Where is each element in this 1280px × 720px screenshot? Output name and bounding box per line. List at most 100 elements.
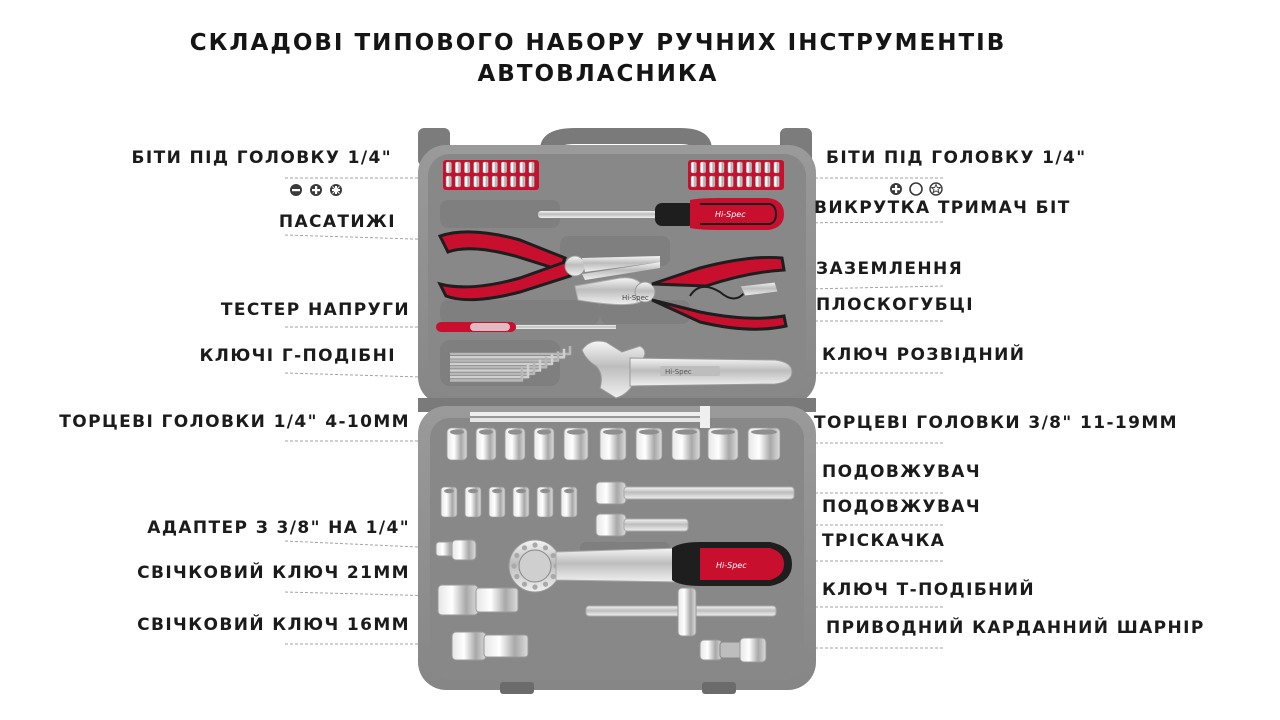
hex-key [450, 359, 542, 372]
screwdriver-bit [764, 175, 771, 188]
socket-1-4 [560, 486, 578, 518]
pozidriv-bit-icon [330, 184, 342, 196]
phillips-bit-icon [890, 183, 902, 195]
voltage-tester [436, 322, 616, 332]
screwdriver-bit [473, 161, 480, 174]
screwdriver-bit [464, 161, 471, 174]
adapter-3-8-to-1-4 [435, 539, 477, 561]
screwdriver-bit [445, 161, 452, 174]
ratchet: Hi-Spec [508, 539, 792, 593]
screwdriver-bit [464, 175, 471, 188]
label-spark-plug-16: СВІЧКОВИЙ КЛЮЧ 16ММ [137, 615, 410, 635]
socket-1-4 [488, 486, 506, 518]
screwdriver-bit [736, 161, 743, 174]
screwdriver-bit [473, 175, 480, 188]
bit-strip-right [688, 160, 784, 190]
screwdriver-bit-holder: Hi-Spec [538, 198, 784, 230]
label-pliers: ПАСАТИЖІ [278, 212, 396, 232]
screwdriver-bit [501, 175, 507, 188]
socket-1-4 [536, 486, 554, 518]
screwdriver-bit [718, 161, 725, 174]
title-line-1: СКЛАДОВІ ТИПОВОГО НАБОРУ РУЧНИХ ІНСТРУМЕ… [189, 30, 1007, 56]
screwdriver-bit [746, 161, 752, 174]
slotted-bit-icon [290, 184, 302, 196]
label-flat-pliers: ПЛОСКОГУБЦІ [816, 295, 975, 315]
screwdriver-bit [709, 161, 716, 174]
socket-1-4 [440, 486, 458, 518]
screwdriver-bit [764, 161, 771, 174]
screwdriver-bit [700, 175, 706, 188]
grounding-clip [689, 281, 779, 300]
bit-strip-left [443, 160, 539, 190]
hex-key [450, 367, 524, 382]
extension-bar-short [595, 513, 689, 537]
screwdriver-bit [755, 161, 762, 174]
label-sockets-3-8: ТОРЦЕВІ ГОЛОВКИ 3/8" 11-19ММ [814, 413, 1178, 433]
socket-1-4 [512, 486, 530, 518]
label-voltage-tester: ТЕСТЕР НАПРУГИ [220, 300, 410, 320]
right-bit-tip-icons [890, 182, 943, 196]
label-grounding: ЗАЗЕМЛЕННЯ [816, 259, 964, 279]
socket-3-8 [504, 427, 526, 461]
label-adapter: АДАПТЕР З 3/8" НА 1/4" [147, 518, 410, 538]
socket-3-8 [635, 427, 663, 461]
screwdriver-bit [718, 175, 725, 188]
screwdriver-bit [528, 161, 535, 174]
hex-key [450, 346, 572, 356]
label-extension-2: ПОДОВЖУВАЧ [822, 497, 981, 517]
label-adjustable-wrench: КЛЮЧ РОЗВІДНИЙ [822, 345, 1026, 365]
long-nose-pliers [437, 230, 660, 302]
screwdriver-bit [709, 175, 716, 188]
screwdriver-bit [736, 175, 743, 188]
screwdriver-bit [773, 161, 780, 174]
hex-keys [450, 346, 572, 382]
screwdriver-bit [690, 175, 697, 188]
spark-plug-socket-16mm [451, 631, 529, 661]
screwdriver-bit [773, 175, 780, 188]
label-bits-right: БІТИ ПІД ГОЛОВКУ 1/4" [826, 148, 1087, 168]
title-line-2: АВТОВЛАСНИКА [477, 61, 719, 87]
hex-key [450, 351, 560, 362]
socket-3-8 [599, 427, 627, 461]
label-sockets-1-4: ТОРЦЕВІ ГОЛОВКИ 1/4" 4-10ММ [59, 412, 410, 432]
combination-pliers: Hi-Spec [574, 255, 788, 331]
cable-ties [470, 406, 710, 428]
page-title: СКЛАДОВІ ТИПОВОГО НАБОРУ РУЧНИХ ІНСТРУМЕ… [0, 28, 1196, 90]
label-bits-left: БІТИ ПІД ГОЛОВКУ 1/4" [131, 148, 392, 168]
screwdriver-bit [491, 161, 498, 174]
hex-key [450, 348, 566, 359]
label-extension-1: ПОДОВЖУВАЧ [822, 462, 981, 482]
sockets-1-4 [440, 486, 578, 518]
screwdriver-brand: Hi-Spec [715, 210, 746, 219]
sockets-3-8 [446, 427, 781, 461]
hex-key [450, 364, 530, 379]
spark-plug-socket-21mm [437, 584, 519, 616]
socket-3-8 [671, 427, 701, 461]
label-universal-joint: ПРИВОДНИЙ КАРДАННИЙ ШАРНІР [826, 618, 1205, 638]
screwdriver-bit [455, 161, 461, 174]
phillips-bit-icon [310, 184, 322, 196]
screwdriver-bit [746, 175, 752, 188]
screwdriver-bit [700, 161, 706, 174]
screwdriver-bit [528, 175, 535, 188]
screwdriver-bit [482, 175, 489, 188]
socket-3-8 [707, 427, 739, 461]
torx-bit-icon [929, 182, 943, 196]
screwdriver-bit [501, 161, 507, 174]
screwdriver-bit [510, 161, 517, 174]
ratchet-brand: Hi-Spec [716, 561, 747, 570]
extension-bar-long [595, 481, 795, 505]
adjustable-wrench: Hi-Spec [581, 340, 793, 399]
screwdriver-bit [491, 175, 498, 188]
t-handle-wrench [585, 587, 777, 637]
socket-3-8 [747, 427, 781, 461]
screwdriver-bit [690, 161, 697, 174]
socket-1-4 [464, 486, 482, 518]
screwdriver-bit [445, 175, 452, 188]
screwdriver-bit [727, 161, 734, 174]
screwdriver-bit [755, 175, 762, 188]
screwdriver-bit [519, 161, 526, 174]
screwdriver-bit [510, 175, 517, 188]
case-handle [540, 128, 712, 178]
